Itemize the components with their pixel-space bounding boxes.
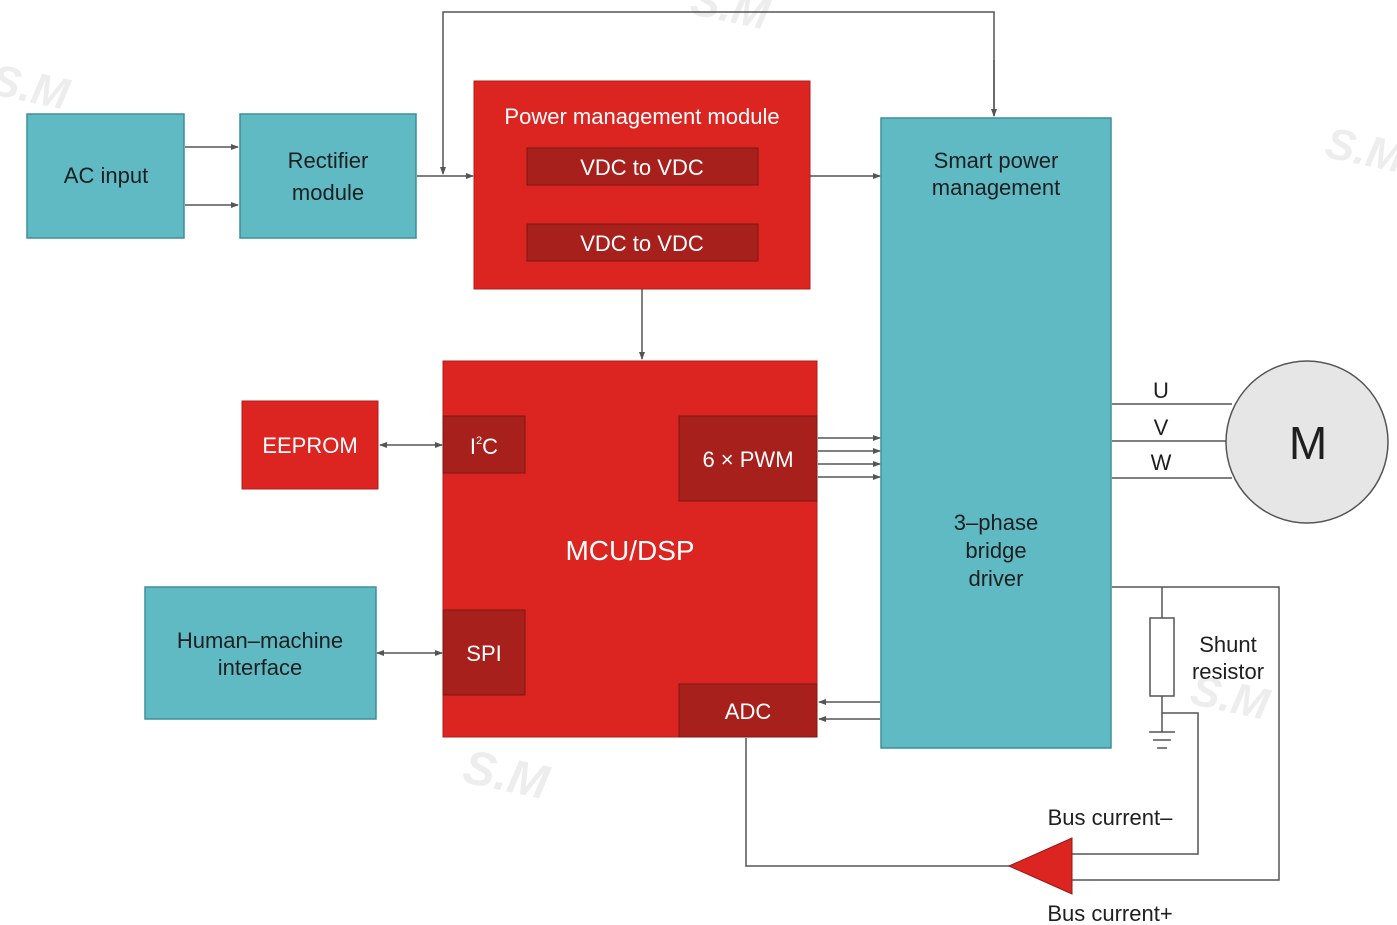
watermark-4: S.M xyxy=(459,741,554,811)
mcu-block: MCU/DSP I2C SPI 6 × PWM ADC xyxy=(442,360,818,738)
vdc-converter-2: VDC to VDC xyxy=(526,223,759,262)
bus-plus-line xyxy=(1072,586,1280,881)
pwm-port: 6 × PWM xyxy=(678,415,818,502)
i2c-port: I2C xyxy=(442,415,526,474)
pwm-label: 6 × PWM xyxy=(702,447,793,472)
mcu-title: MCU/DSP xyxy=(565,535,694,566)
bus-current-plus-label: Bus current+ xyxy=(1047,901,1172,925)
adc-label: ADC xyxy=(725,699,772,724)
bridge-driver-label-line1: 3–phase xyxy=(954,510,1038,535)
shunt-resistor-icon xyxy=(1149,617,1175,697)
motor-label: M xyxy=(1289,417,1327,469)
hmi-label-line1: Human–machine xyxy=(177,628,343,653)
i2c-label: I2C xyxy=(470,434,498,459)
smart-power-label-line1: Smart power xyxy=(934,148,1059,173)
watermark-3: S.M xyxy=(1321,119,1397,183)
hmi-label-line2: interface xyxy=(218,655,302,680)
ground-icon xyxy=(1149,731,1175,749)
power-management-title: Power management module xyxy=(504,104,779,129)
phase-v-label: V xyxy=(1154,415,1169,440)
rectifier-block: Rectifier module xyxy=(239,113,417,239)
phase-w-label: W xyxy=(1151,450,1172,475)
vdc-converter-1-label: VDC to VDC xyxy=(580,155,704,180)
ac-input-label: AC input xyxy=(64,163,148,188)
spi-label: SPI xyxy=(466,641,501,666)
vdc-converter-2-label: VDC to VDC xyxy=(580,231,704,256)
eeprom-block: EEPROM xyxy=(241,400,379,490)
eeprom-label: EEPROM xyxy=(262,433,357,458)
rectifier-label-line2: module xyxy=(292,180,364,205)
rectifier-label-line1: Rectifier xyxy=(288,148,369,173)
hmi-block: Human–machine interface xyxy=(144,586,377,720)
bridge-driver-label-line3: driver xyxy=(968,566,1023,591)
motor-icon xyxy=(1225,360,1389,524)
smart-power-label-line2: management xyxy=(932,175,1060,200)
watermark-1: S.M xyxy=(0,55,75,119)
watermark-2: S.M xyxy=(686,0,774,40)
bus-minus-line xyxy=(1072,712,1199,855)
amplifier-icon xyxy=(1007,837,1073,895)
ac-input-block: AC input xyxy=(26,113,185,239)
bridge-driver-label-line2: bridge xyxy=(965,538,1026,563)
shunt-label-line1: Shunt xyxy=(1199,632,1257,657)
connections xyxy=(185,11,1280,881)
phase-u-label: U xyxy=(1153,378,1169,403)
shunt-label-line2: resistor xyxy=(1192,659,1264,684)
adc-feedback-line xyxy=(745,738,1010,867)
adc-port: ADC xyxy=(678,683,818,738)
vdc-converter-1: VDC to VDC xyxy=(526,147,759,186)
bridge-driver-block: Smart power management 3–phase bridge dr… xyxy=(880,117,1112,749)
power-management-block: Power management module VDC to VDC VDC t… xyxy=(473,80,811,290)
bus-current-minus-label: Bus current– xyxy=(1048,805,1173,830)
spi-port: SPI xyxy=(442,609,526,696)
motor: M xyxy=(1225,360,1389,524)
